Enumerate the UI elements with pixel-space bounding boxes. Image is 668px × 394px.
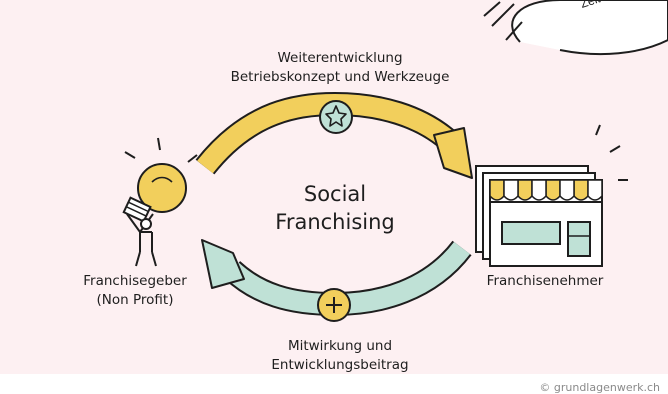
center-title-line-2: Franchising [275,210,395,234]
bottom-flow-label-line-1: Mitwirkung und [287,338,393,354]
plus-icon [317,288,351,322]
center-title-line-1: Social [303,182,367,206]
left-actor-label-line-2: (Non Profit) [96,292,174,308]
bottom-flow-label: Mitwirkung und Entwicklungsbeitrag [200,337,480,375]
left-actor-label-line-1: Franchisegeber [83,273,187,289]
star-icon [319,100,353,134]
center-title: Social Franchising [230,180,440,236]
storefront-icon [475,124,628,267]
bubble-text: Zeit [579,0,603,11]
lightbulb-person-icon [122,137,198,267]
right-actor-label: Franchisenehmer [486,273,604,289]
top-flow-label-line-1: Weiterentwicklung [277,50,403,66]
speech-bubble-partial: Zeit [483,0,668,56]
copyright-notice: © grundlagenwerk.ch [539,381,660,394]
bottom-flow-label-line-2: Entwicklungsbeitrag [271,357,409,373]
top-flow-label: Weiterentwicklung Betriebskonzept und We… [200,49,480,87]
top-flow-label-line-2: Betriebskonzept und Werkzeuge [230,69,450,85]
left-actor-label: Franchisegeber (Non Profit) [60,272,210,310]
